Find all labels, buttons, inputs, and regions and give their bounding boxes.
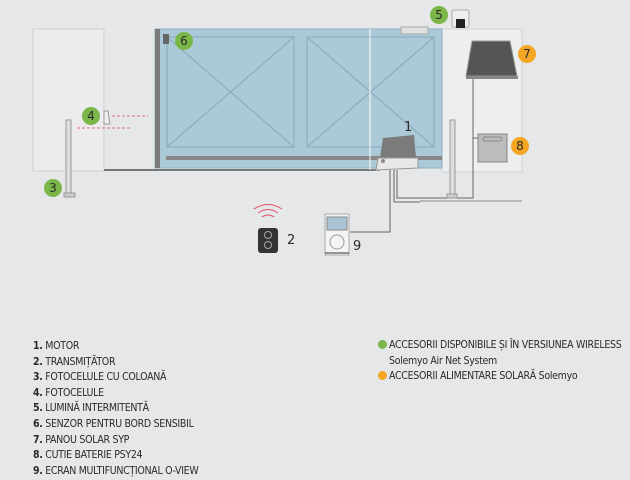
green-dot-icon bbox=[378, 340, 387, 349]
callout-1: 1 bbox=[404, 120, 412, 135]
photocell-column-left bbox=[63, 119, 76, 198]
svg-text:4: 4 bbox=[87, 109, 95, 123]
svg-text:8: 8 bbox=[516, 139, 524, 153]
color-key: ACCESORII DISPONIBILE ȘI ÎN VERSIUNEA WI… bbox=[378, 338, 622, 385]
flashing-light bbox=[451, 9, 470, 28]
key-solar: ACCESORII ALIMENTARE SOLARĂ Solemyo bbox=[378, 369, 621, 385]
callout-2: 2 bbox=[287, 233, 295, 248]
motor bbox=[375, 135, 419, 171]
battery-box bbox=[473, 133, 508, 163]
callout-9: 9 bbox=[353, 239, 361, 254]
badge-5: 5 bbox=[430, 6, 448, 24]
svg-text:6: 6 bbox=[180, 34, 188, 48]
key-wireless: ACCESORII DISPONIBILE ȘI ÎN VERSIUNEA WI… bbox=[378, 338, 622, 354]
transmitter bbox=[253, 204, 283, 253]
legend-item: 7. PANOU SOLAR SYP bbox=[33, 433, 130, 446]
badge-7: 7 bbox=[518, 45, 536, 63]
gate-installation-diagram: 1 2 bbox=[32, 6, 536, 256]
badge-4: 4 bbox=[82, 107, 100, 125]
solar-panel bbox=[465, 40, 518, 79]
svg-text:5: 5 bbox=[435, 8, 443, 22]
o-view-display bbox=[324, 213, 350, 256]
legend-item: 3. FOTOCELULE CU COLOANĂ bbox=[33, 371, 167, 384]
safety-edge-sensor bbox=[163, 34, 169, 44]
key-wireless-sub: Solemyo Air Net System bbox=[389, 354, 497, 367]
legend-item: 9. ECRAN MULTIFUNCȚIONAL O-VIEW bbox=[33, 464, 199, 477]
component-legend: 1. MOTOR 2. TRANSMIȚĂTOR 3. FOTOCELULE C… bbox=[33, 339, 199, 479]
legend-item: 1. MOTOR bbox=[33, 340, 80, 352]
svg-text:7: 7 bbox=[523, 47, 531, 61]
legend-item: 2. TRANSMIȚĂTOR bbox=[33, 355, 116, 368]
legend-item: 5. LUMINĂ INTERMITENTĂ bbox=[33, 402, 149, 415]
legend-item: 8. CUTIE BATERIE PSY24 bbox=[33, 449, 143, 462]
orange-dot-icon bbox=[378, 371, 387, 381]
photocell bbox=[103, 110, 111, 125]
badge-8: 8 bbox=[511, 137, 529, 155]
badge-3: 3 bbox=[44, 179, 62, 197]
svg-text:3: 3 bbox=[49, 181, 57, 195]
legend-item: 6. SENZOR PENTRU BORD SENSIBIL bbox=[33, 417, 194, 430]
legend-item: 4. FOTOCELULE bbox=[33, 386, 104, 399]
badge-6: 6 bbox=[175, 32, 193, 50]
photocell-column-right bbox=[446, 119, 458, 199]
